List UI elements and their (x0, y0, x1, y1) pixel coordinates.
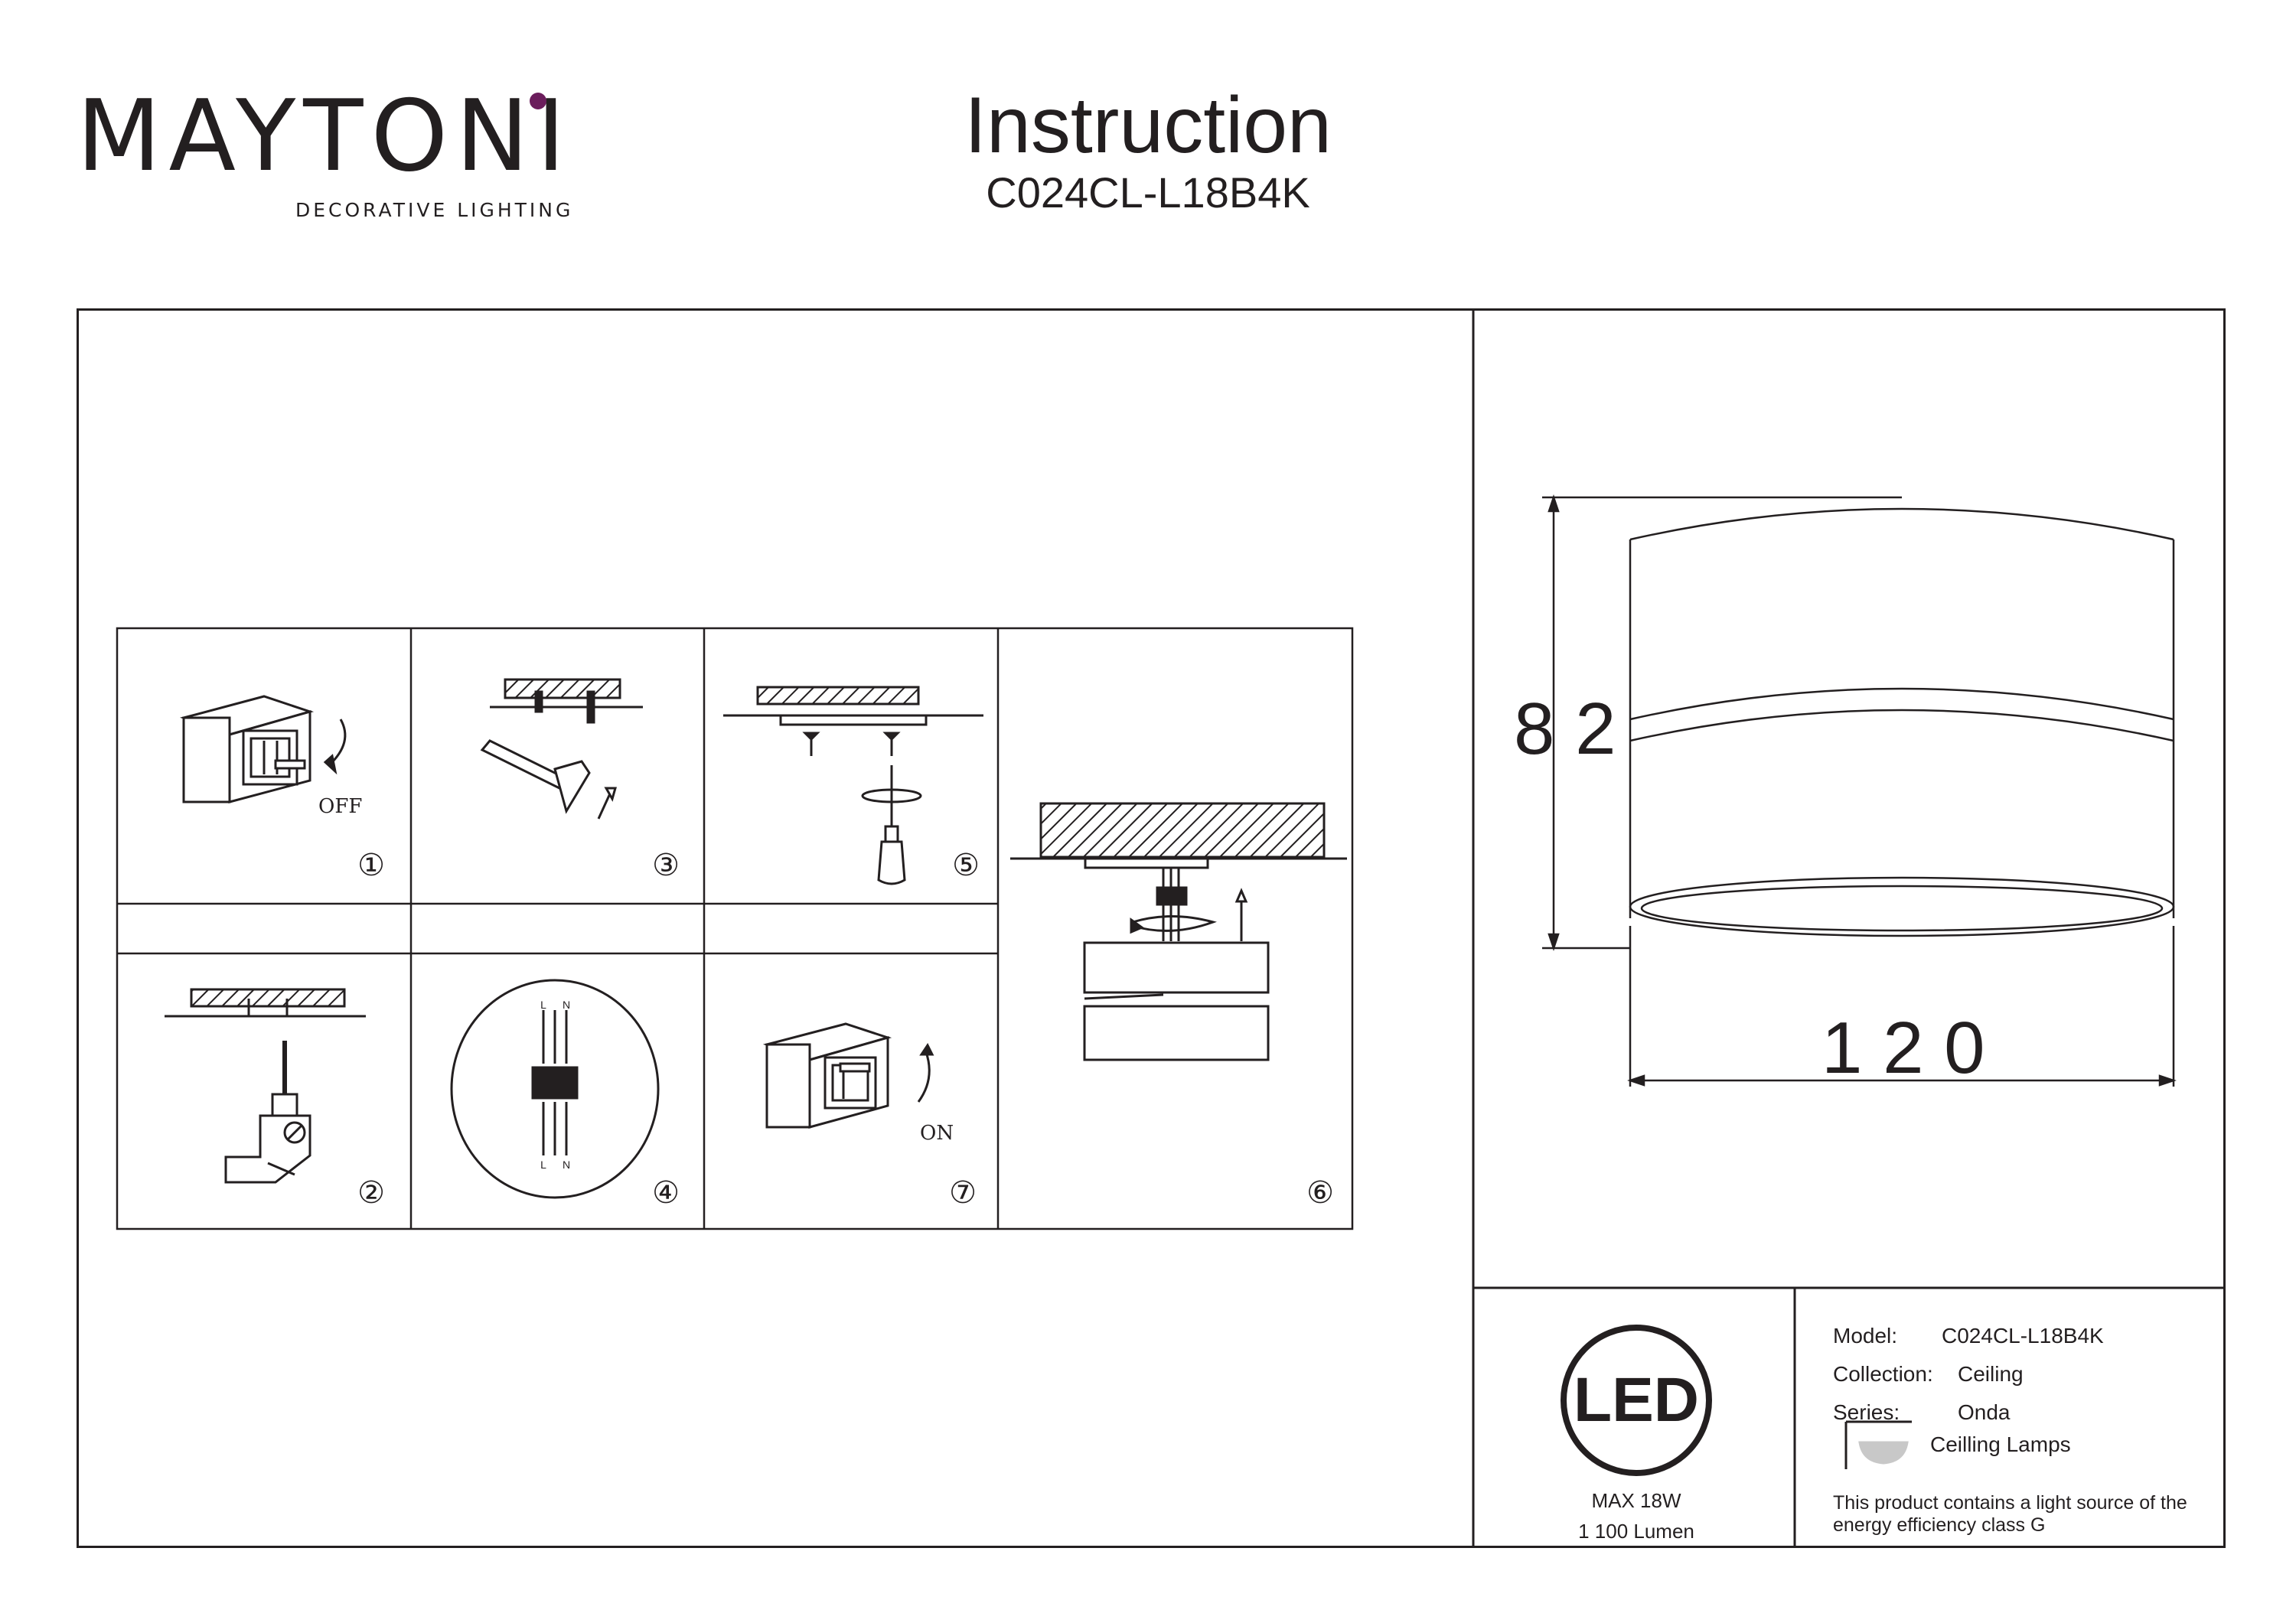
steps-grid (116, 627, 1354, 1230)
step-4-terminal-n-bottom: N (563, 1159, 570, 1171)
spec-model-label: Model: (1833, 1324, 1897, 1348)
step-4-terminal-l-bottom: L (540, 1159, 546, 1171)
spec-collection-value: Ceiling (1958, 1362, 2024, 1386)
dimension-height: 8 2 (1514, 688, 1616, 770)
brand-logo: MAYTONI DECORATIVE LIGHTING (77, 80, 573, 226)
brand-name: MAYTONI (77, 80, 573, 194)
dimension-diameter: 1 2 0 (1821, 1007, 1985, 1089)
spec-series-value: Onda (1958, 1400, 2011, 1424)
led-badge-icon (1561, 1325, 1712, 1476)
step-1-number: ① (357, 849, 385, 882)
led-max-power: MAX 18W (1591, 1489, 1681, 1512)
step-3-number: ③ (652, 849, 680, 882)
brand-tagline: DECORATIVE LIGHTING (295, 199, 574, 221)
spec-collection-label: Collection: (1833, 1362, 1933, 1386)
spec-energy-text-line-1: This product contains a light source of … (1833, 1492, 2187, 1514)
spec-model-value: C024CL-L18B4K (1942, 1324, 2104, 1348)
step-7-switch-on-illustration (762, 1022, 934, 1129)
step-4-wiring-illustration (450, 979, 660, 1199)
step-2-number: ② (357, 1176, 385, 1210)
ceiling-lamp-icon (1844, 1420, 1912, 1469)
logo-accent-dot (530, 93, 546, 109)
step-1-off-label: OFF (318, 795, 362, 818)
lamp-top-edge (1629, 507, 2174, 541)
step-4-terminal-l-top: L (540, 999, 546, 1011)
step-1-switch-off-illustration (180, 695, 347, 803)
step-4-terminal-n-top: N (563, 999, 570, 1011)
step-7-number: ⑦ (949, 1176, 977, 1210)
step-4-number: ④ (652, 1176, 680, 1210)
step-3-anchor-hammer-illustration (480, 678, 643, 820)
step-6-lamp-mount-illustration (1010, 802, 1347, 1061)
product-dimension-drawing (1542, 494, 2177, 1087)
step-7-on-label: ON (920, 1122, 954, 1145)
page-subtitle-model: C024CL-L18B4K (986, 168, 1310, 217)
led-lumen: 1 100 Lumen (1578, 1520, 1694, 1543)
step-5-number: ⑤ (952, 849, 980, 882)
spec-energy-text-line-2: energy efficiency class G (1833, 1514, 2045, 1536)
page-title: Instruction (964, 81, 1332, 170)
led-badge-text: LED (1574, 1365, 1699, 1435)
step-6-number: ⑥ (1306, 1176, 1334, 1210)
spec-category: Ceilling Lamps (1930, 1432, 2071, 1456)
document-frame (77, 308, 2226, 1548)
spec-series-label: Series: (1833, 1400, 1900, 1424)
step-5-screw-mount-illustration (723, 686, 983, 885)
step-2-anchor-bracket-illustration (165, 988, 366, 1184)
